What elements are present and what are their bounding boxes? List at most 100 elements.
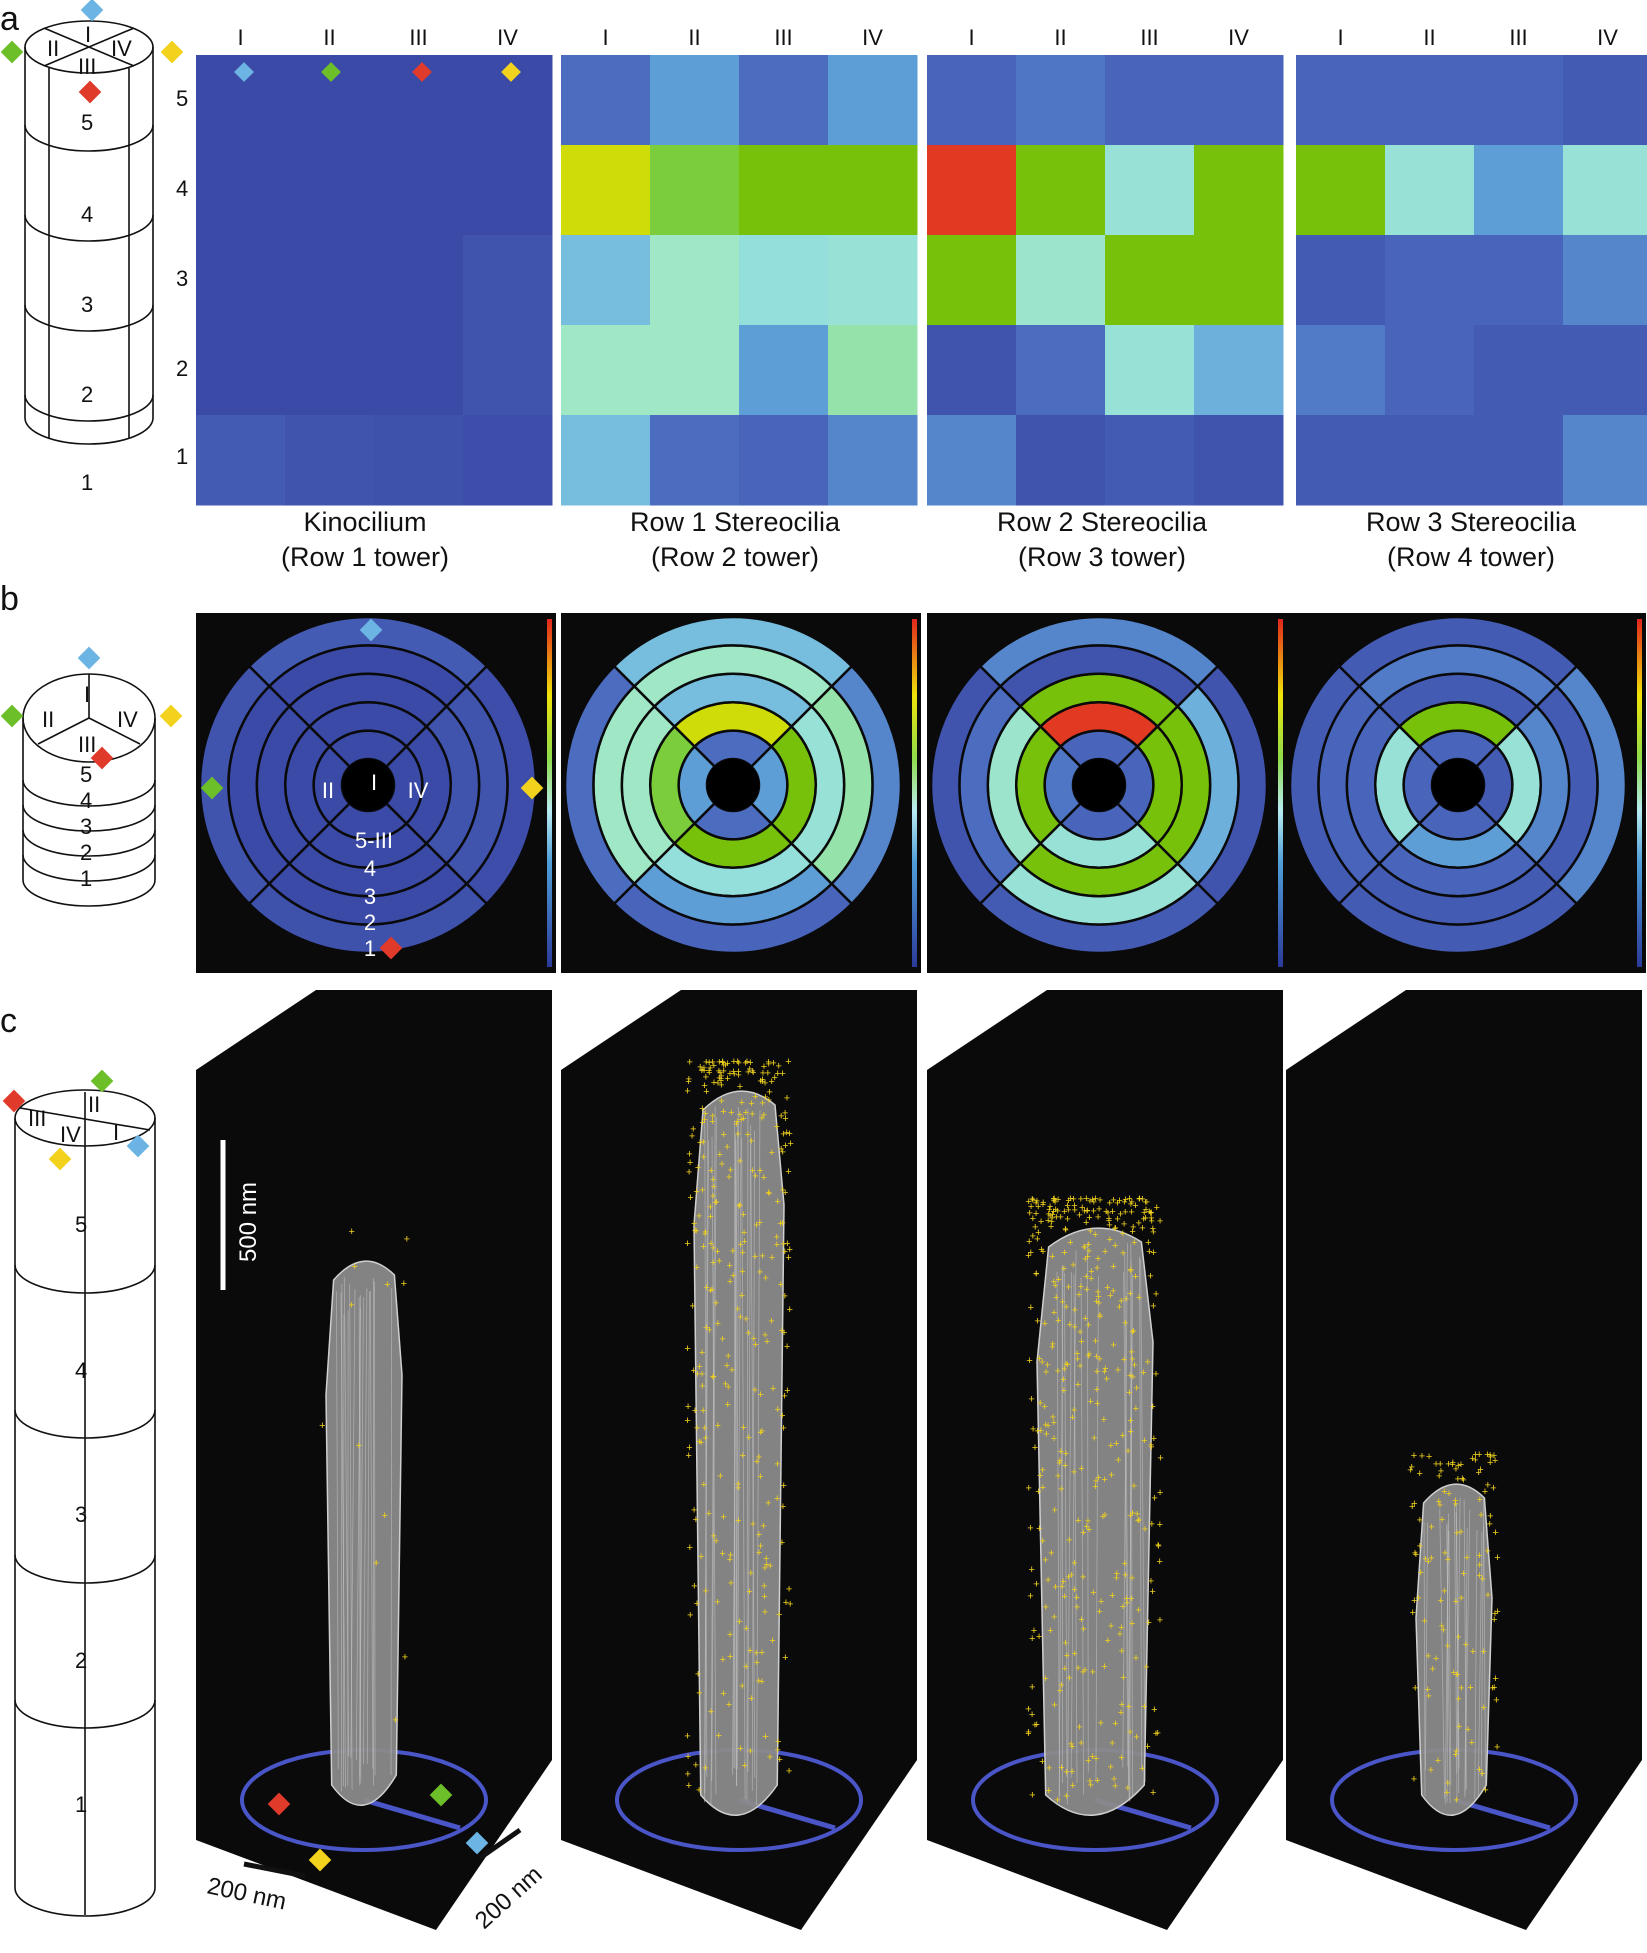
label-dot: + xyxy=(724,1073,730,1085)
label-dot: + xyxy=(1120,1672,1126,1684)
tower-render-4: ++++++++++++++++++++++++++++++++++++++++… xyxy=(1286,990,1642,1930)
label-dot: + xyxy=(739,1680,745,1692)
diagram-b-seg-2: 2 xyxy=(80,840,92,865)
mesh-line xyxy=(343,1314,345,1786)
polar-label-5-III: 5-III xyxy=(355,828,393,853)
label-dot: + xyxy=(699,1369,705,1381)
label-dot: + xyxy=(786,1766,792,1778)
label-dot: + xyxy=(1127,1426,1133,1438)
label-dot: + xyxy=(1472,1449,1478,1461)
diagram-b-seg-4: 4 xyxy=(80,788,92,813)
label-dot: + xyxy=(707,1211,713,1223)
c-marker-II-icon xyxy=(90,1069,114,1093)
label-dot: + xyxy=(1034,1195,1040,1207)
label-dot: + xyxy=(760,1520,766,1532)
label-dot: + xyxy=(770,1383,776,1395)
label-dot: + xyxy=(1080,1623,1086,1635)
label-dot: + xyxy=(1055,1315,1061,1327)
label-dot: + xyxy=(721,1129,727,1141)
mesh-line xyxy=(736,1121,742,1770)
label-dot: + xyxy=(766,1086,772,1098)
label-dot: + xyxy=(785,1252,791,1264)
label-dot: + xyxy=(1428,1552,1434,1564)
label-dot: + xyxy=(1129,1353,1135,1365)
row-label-3: 3 xyxy=(176,266,188,291)
label-dot: + xyxy=(1136,1218,1142,1230)
label-dot: + xyxy=(1092,1335,1098,1347)
caption-3-line2: (Row 3 tower) xyxy=(1018,542,1186,572)
heatmap-cell xyxy=(1194,145,1284,236)
diagram-c-markers xyxy=(2,1069,150,1171)
label-dot: + xyxy=(693,1226,699,1238)
label-dot: + xyxy=(1050,1412,1056,1424)
label-dot: + xyxy=(1055,1194,1061,1206)
label-dot: + xyxy=(731,1056,737,1068)
heatmap-cell xyxy=(561,145,651,236)
label-dot: + xyxy=(1079,1202,1085,1214)
polar-segment xyxy=(1337,881,1579,955)
label-dot: + xyxy=(754,1456,760,1468)
label-dot: + xyxy=(778,1111,784,1123)
label-dot: + xyxy=(1129,1618,1135,1630)
label-dot: + xyxy=(718,1073,724,1085)
label-dot: + xyxy=(1127,1370,1133,1382)
label-dot: + xyxy=(763,1553,769,1565)
label-dot: + xyxy=(784,1238,790,1250)
label-dot: + xyxy=(1146,1246,1152,1258)
label-dot: + xyxy=(1102,1246,1108,1258)
label-dot: + xyxy=(684,1343,690,1355)
label-dot: + xyxy=(698,1437,704,1449)
label-dot: + xyxy=(739,1247,745,1259)
label-dot: + xyxy=(684,1238,690,1250)
label-dot: + xyxy=(1026,1355,1032,1367)
label-dot: + xyxy=(1463,1639,1469,1651)
diagram-c-q-II: II xyxy=(88,1092,100,1117)
label-dot: + xyxy=(740,1209,746,1221)
label-dot: + xyxy=(1095,1253,1101,1265)
label-dot: + xyxy=(710,1531,716,1543)
label-dot: + xyxy=(1060,1374,1066,1386)
label-dot: + xyxy=(1129,1507,1135,1519)
label-dot: + xyxy=(1151,1433,1157,1445)
polar-segment xyxy=(247,881,489,955)
label-dot: + xyxy=(716,1065,722,1077)
label-dot: + xyxy=(736,1616,742,1628)
label-dot: + xyxy=(1449,1459,1455,1471)
label-dot: + xyxy=(766,1188,772,1200)
label-dot: + xyxy=(1063,1448,1069,1460)
label-dot: + xyxy=(701,1423,707,1435)
mesh-line xyxy=(750,1124,756,1778)
label-dot: + xyxy=(765,1187,771,1199)
mesh-line xyxy=(1073,1274,1078,1783)
label-dot: + xyxy=(1065,1281,1071,1293)
label-dot: + xyxy=(1048,1216,1054,1228)
label-dot: + xyxy=(685,1768,691,1780)
label-dot: + xyxy=(1031,1625,1037,1637)
label-dot: + xyxy=(1091,1196,1097,1208)
label-dot: + xyxy=(1084,1205,1090,1217)
marker-IV-icon xyxy=(160,40,184,64)
label-dot: + xyxy=(756,1676,762,1688)
label-dot: + xyxy=(769,1076,775,1088)
column-label-III: III xyxy=(1140,25,1158,50)
ring-marker-icon xyxy=(465,1831,489,1855)
label-dot: + xyxy=(1148,1213,1154,1225)
label-dot: + xyxy=(735,1304,741,1316)
label-dot: + xyxy=(779,1068,785,1080)
label-dot: + xyxy=(726,1699,732,1711)
label-dot: + xyxy=(731,1068,737,1080)
label-dot: + xyxy=(768,1316,774,1328)
label-dot: + xyxy=(1455,1693,1461,1705)
label-dot: + xyxy=(1112,1222,1118,1234)
label-dot: + xyxy=(1484,1449,1490,1461)
label-dot: + xyxy=(1037,1398,1043,1410)
label-dot: + xyxy=(719,1056,725,1068)
heatmap-cell xyxy=(1016,235,1106,326)
label-dot: + xyxy=(759,1076,765,1088)
label-dot: + xyxy=(319,1420,325,1432)
label-dot: + xyxy=(1119,1646,1125,1658)
heatmap-cell xyxy=(374,415,464,506)
label-dot: + xyxy=(1025,1482,1031,1494)
label-dot: + xyxy=(765,1498,771,1510)
label-dot: + xyxy=(1065,1205,1071,1217)
